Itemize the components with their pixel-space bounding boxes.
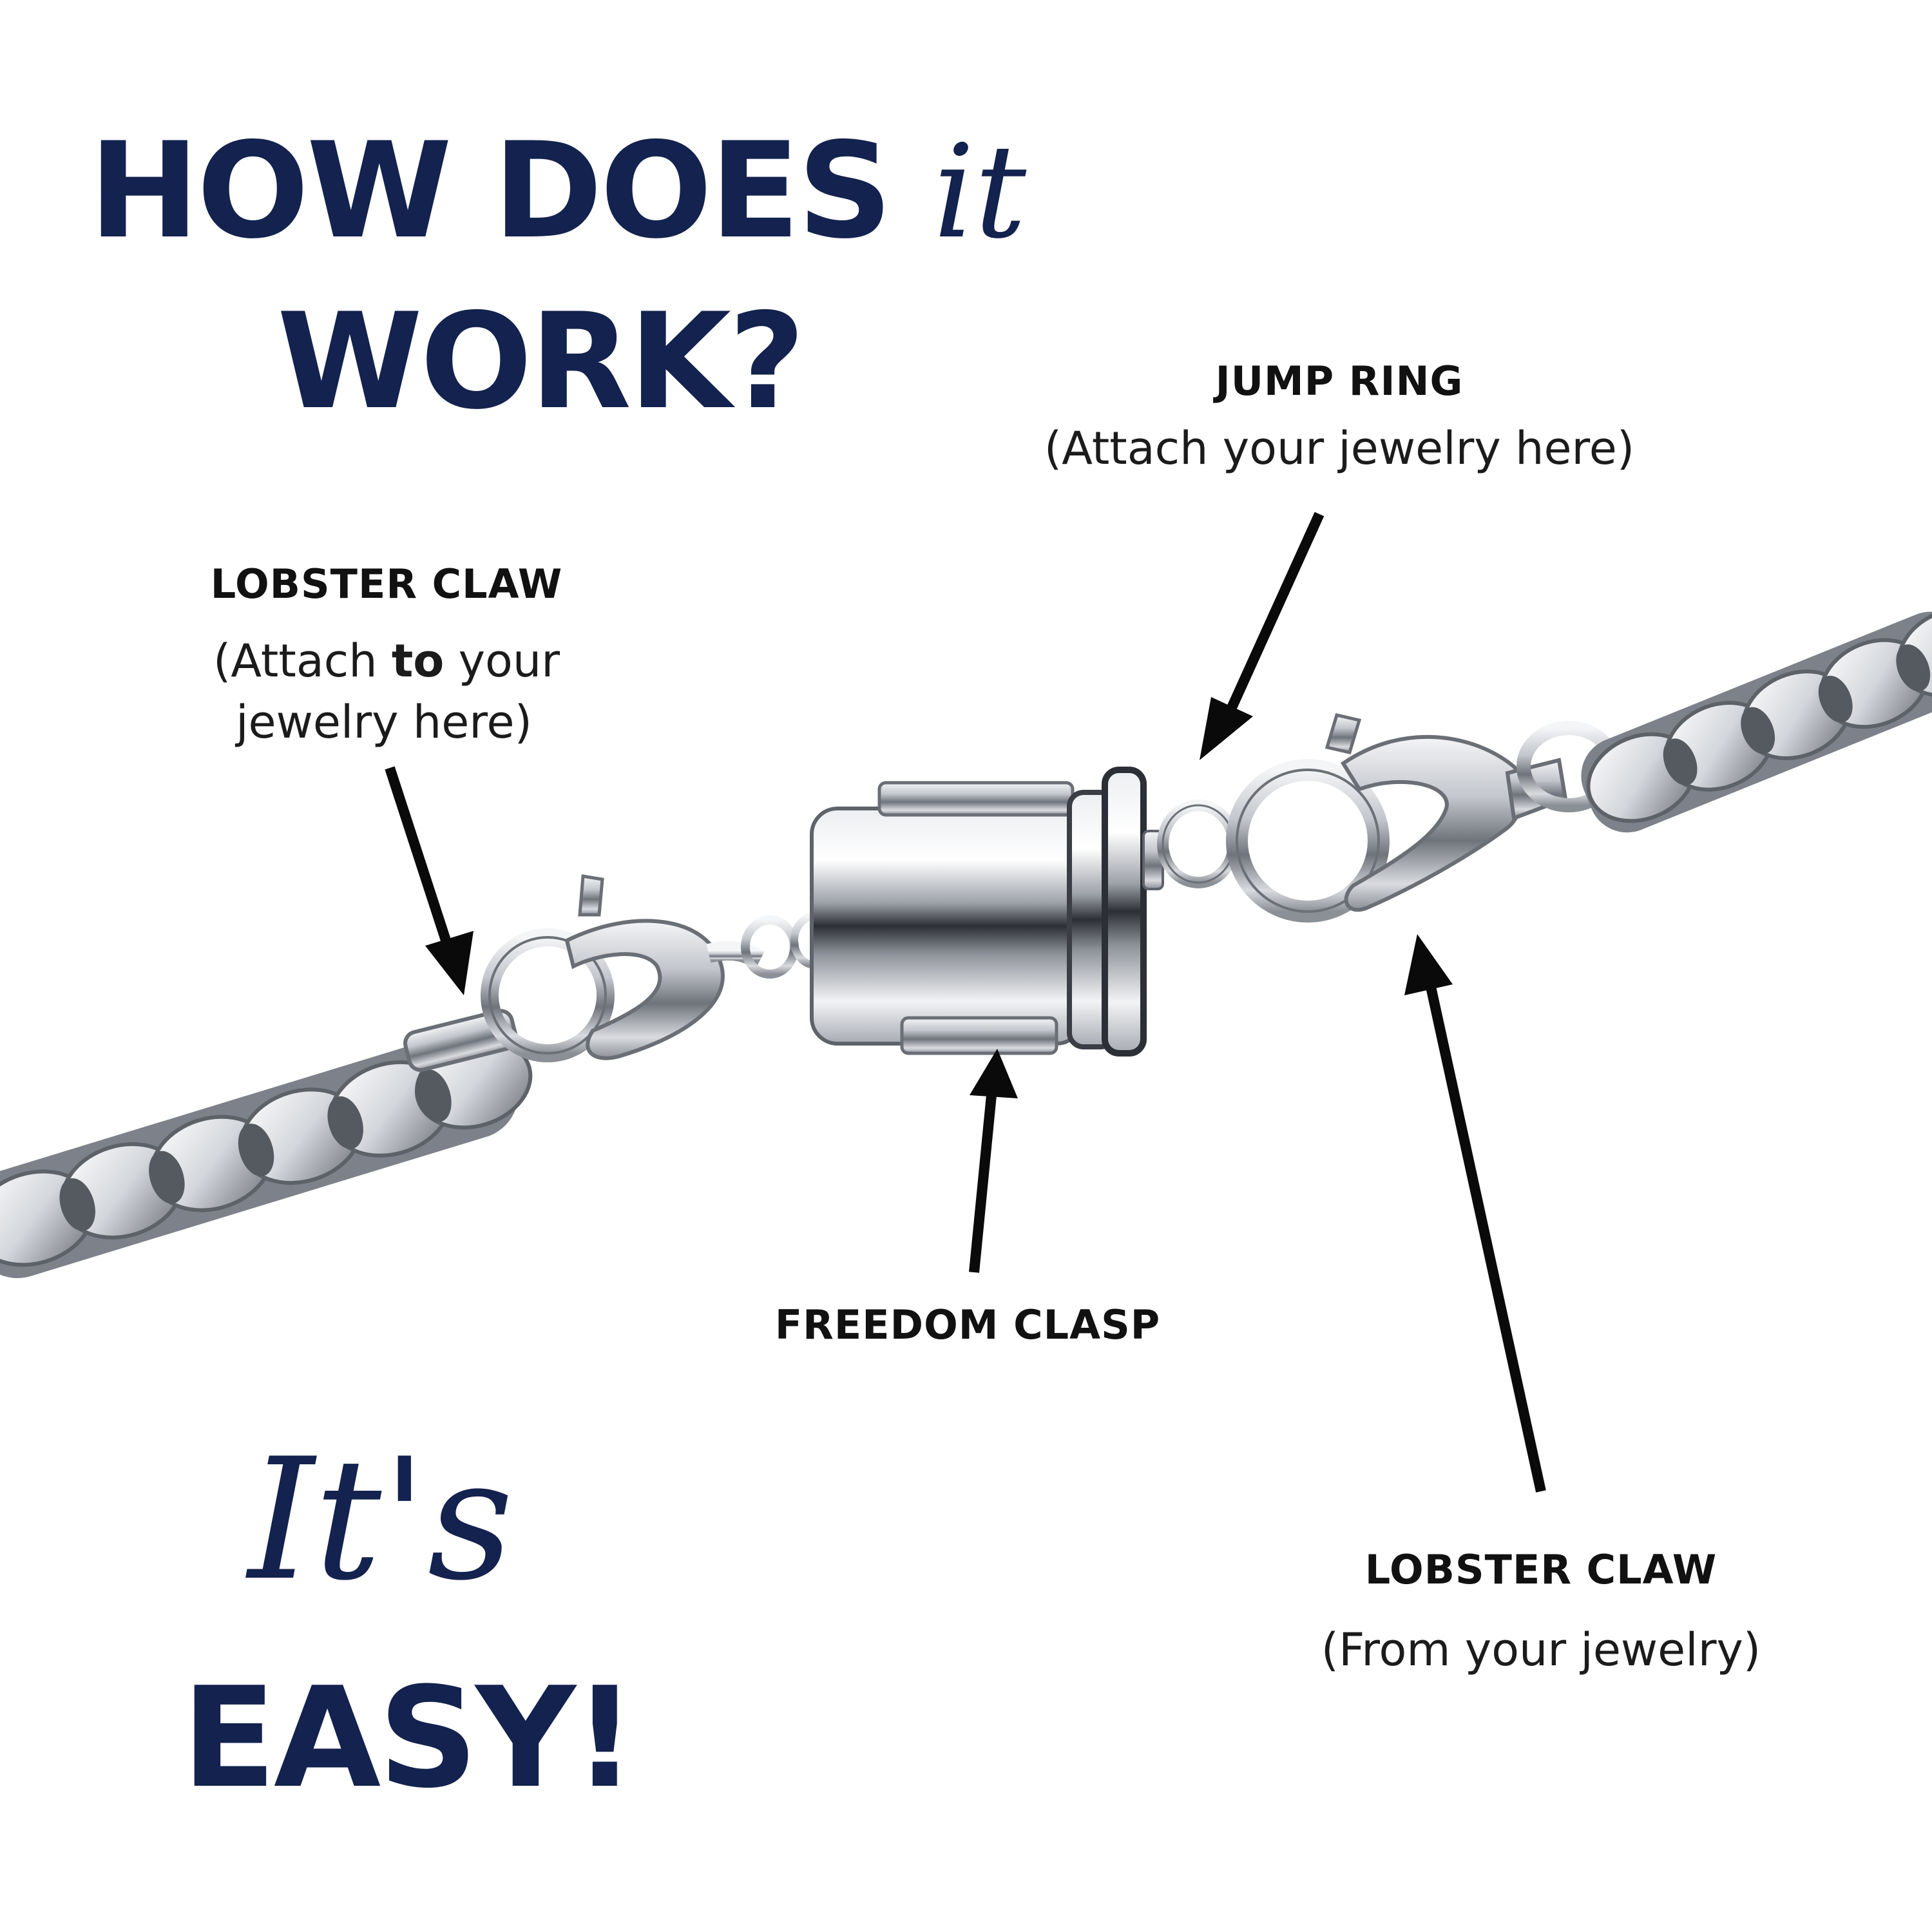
lobster-claw-left-desc: (Attach to your xyxy=(213,635,560,687)
right-chain xyxy=(1581,606,1932,833)
arrows xyxy=(385,512,1546,1493)
tagline-script: It's xyxy=(248,1423,514,1618)
headline-bold: HOW DOES xyxy=(89,115,892,268)
headline-script: it xyxy=(933,117,1027,267)
lobster-claw-left-title: LOBSTER CLAW xyxy=(210,560,563,607)
arrow-freedom-clasp xyxy=(969,1049,1018,1273)
jump-ring-title: JUMP RING xyxy=(1215,358,1464,405)
right-lobster-claw xyxy=(1226,713,1621,923)
arrow-jump-ring xyxy=(1200,512,1325,760)
desc-bold: to xyxy=(391,635,445,687)
jump-ring-desc: (Attach your jewelry here) xyxy=(1044,422,1635,475)
jump-ring xyxy=(1157,799,1239,888)
lobster-claw-left-desc-line2: jewelry here) xyxy=(236,696,532,749)
lobster-claw-right-title: LOBSTER CLAW xyxy=(1364,1546,1717,1593)
headline-line2: WORK? xyxy=(277,285,805,439)
arrow-left-lobster xyxy=(385,766,473,995)
desc-pre: (Attach xyxy=(213,635,392,687)
arrow-right-lobster xyxy=(1404,934,1546,1493)
lobster-claw-right-desc: (From your jewelry) xyxy=(1321,1623,1761,1676)
tagline-bold: EASY! xyxy=(182,1657,636,1819)
freedom-clasp-body xyxy=(810,767,1164,1057)
left-chain xyxy=(0,1009,533,1279)
freedom-clasp-title: FREEDOM CLASP xyxy=(774,1301,1161,1348)
desc-post: your xyxy=(444,635,560,687)
headline-line1: HOW DOES it xyxy=(89,126,1026,258)
left-lobster-claw xyxy=(481,874,839,1062)
